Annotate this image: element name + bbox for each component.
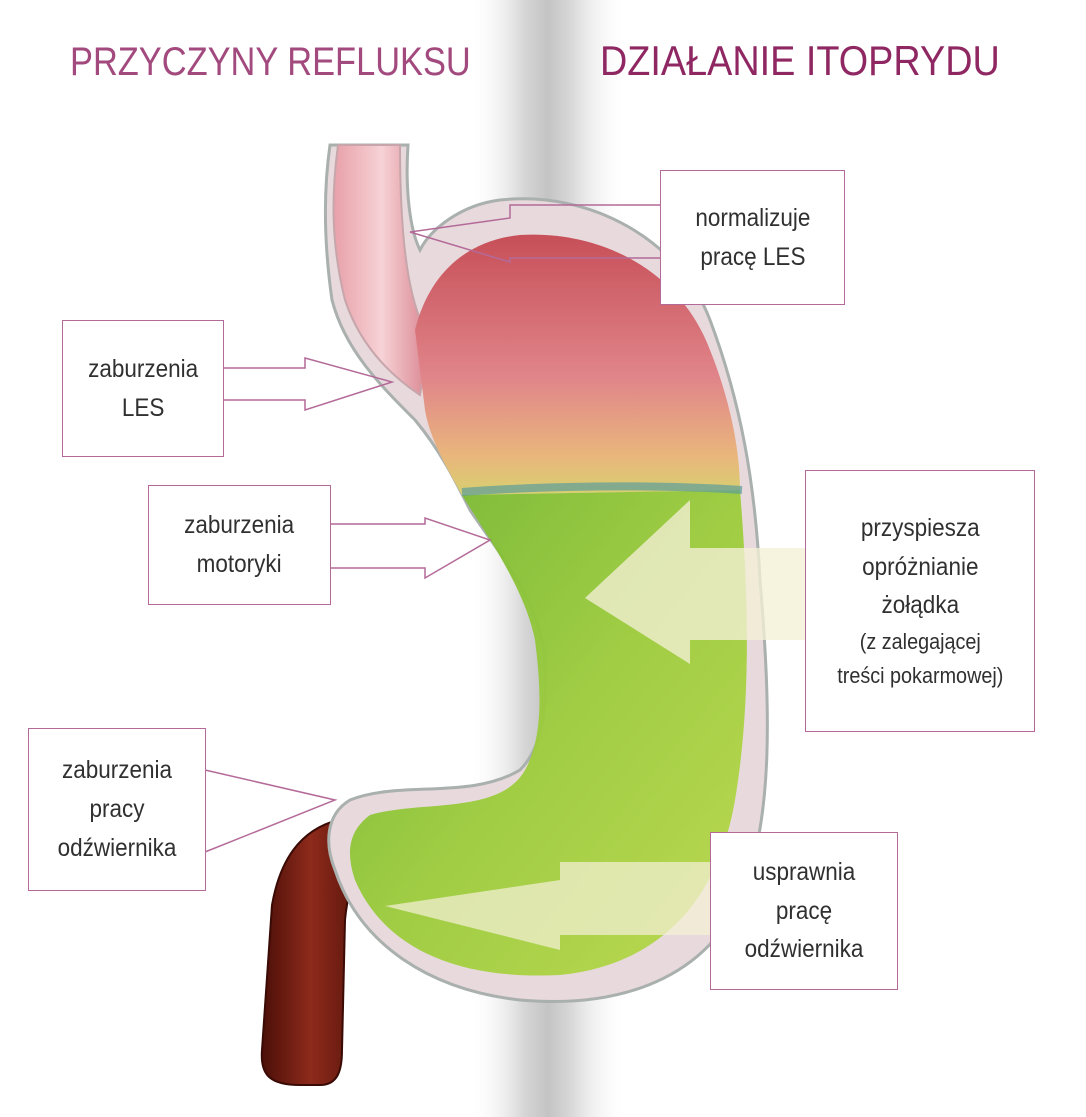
callout-line: pracy [58, 790, 177, 829]
callout-note-line: (z zalegającej [837, 625, 1003, 659]
callout-line: motoryki [184, 545, 294, 584]
callout-improves-pylorus: usprawnia pracę odźwiernika [710, 832, 898, 990]
causes-heading: PRZYCZYNY REFLUKSU [70, 42, 471, 82]
callout-line: zaburzenia [184, 506, 294, 545]
callout-pylorus-disorder: zaburzenia pracy odźwiernika [28, 728, 206, 891]
callout-line: odźwiernika [745, 930, 864, 969]
callout-line: pracę [745, 892, 864, 931]
callout-line: odźwiernika [58, 829, 177, 868]
callout-note-line: treści pokarmowej) [837, 659, 1003, 693]
callout-line: żołądka [837, 586, 1003, 625]
callout-line: pracę LES [695, 238, 810, 277]
callout-line: LES [88, 389, 198, 428]
callout-accelerates-emptying: przyspiesza opróżnianie żołądka (z zaleg… [805, 470, 1035, 732]
callout-line: zaburzenia [58, 751, 177, 790]
callout-line: przyspiesza [837, 509, 1003, 548]
pointer-motility [330, 518, 490, 578]
callout-line: zaburzenia [88, 350, 198, 389]
callout-les-disorder: zaburzenia LES [62, 320, 224, 457]
callout-normalizes-les: normalizuje pracę LES [660, 170, 845, 305]
callout-motility-disorder: zaburzenia motoryki [148, 485, 331, 605]
callout-line: opróżnianie [837, 548, 1003, 587]
callout-line: normalizuje [695, 199, 810, 238]
itopride-heading: DZIAŁANIE ITOPRYDU [600, 40, 1000, 82]
callout-line: usprawnia [745, 853, 864, 892]
